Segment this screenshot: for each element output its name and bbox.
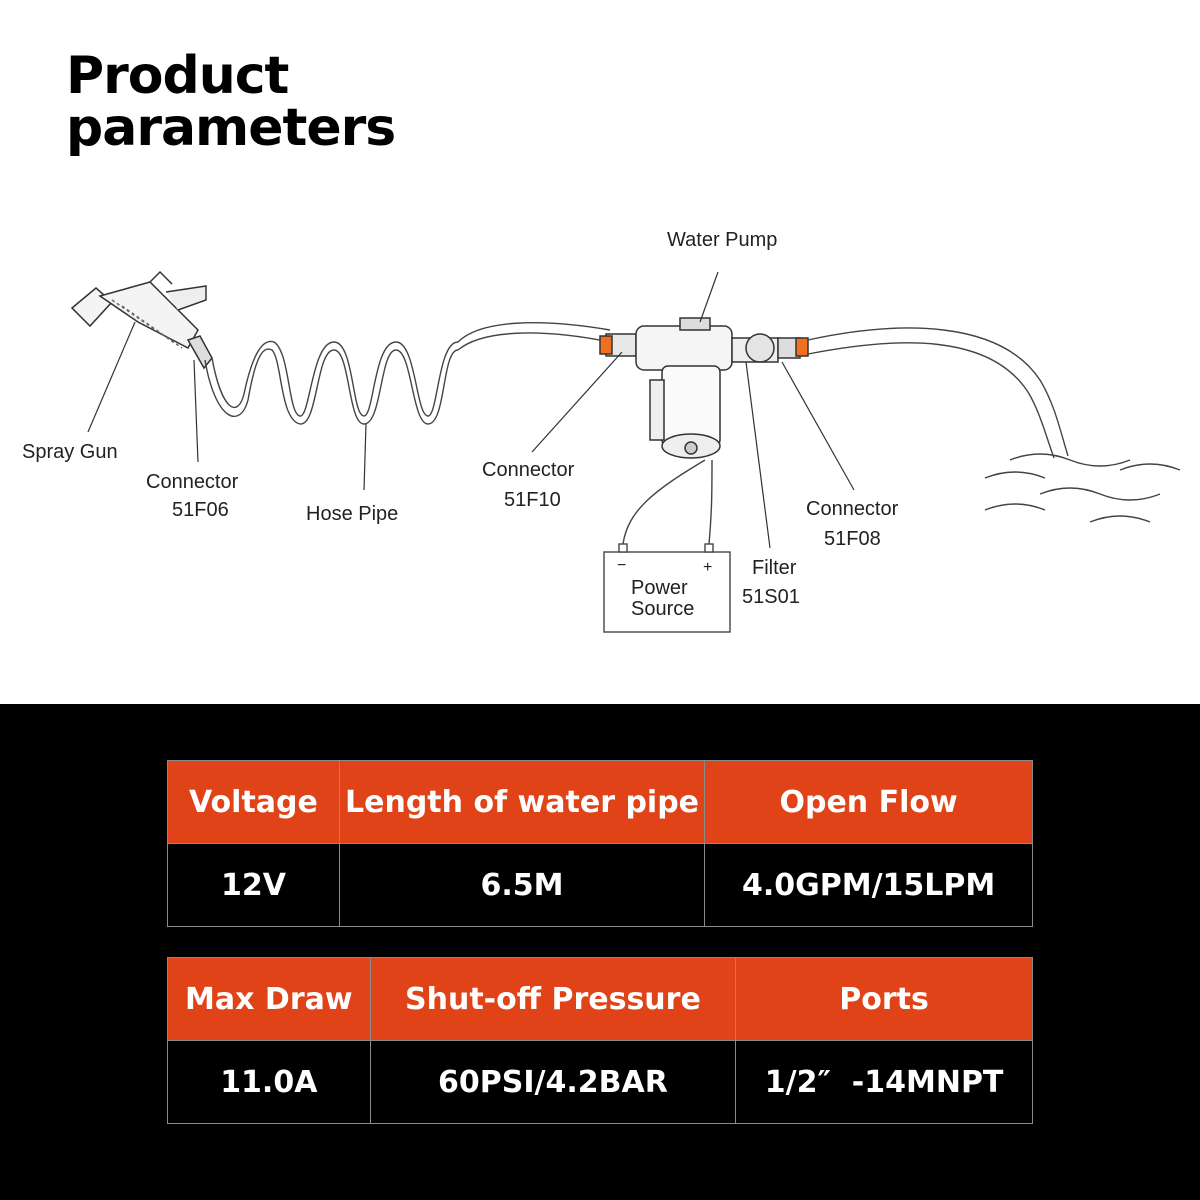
- coil-hose-drawing: [204, 322, 611, 425]
- header-voltage: Voltage: [167, 760, 340, 844]
- label-filter: Filter: [752, 557, 797, 579]
- header-ports: Ports: [735, 957, 1033, 1041]
- water-waves-drawing: [984, 453, 1181, 523]
- title-line-2: parameters: [66, 98, 396, 158]
- spec-table-1: Voltage Length of water pipe Open Flow 1…: [167, 760, 1033, 927]
- label-connector-51f08-code: 51F08: [824, 528, 881, 550]
- spec-table-2-value-row: 11.0A 60PSI/4.2BAR 1/2″ -14MNPT: [167, 1040, 1033, 1124]
- spec-table-2: Max Draw Shut-off Pressure Ports 11.0A 6…: [167, 957, 1033, 1124]
- header-open-flow: Open Flow: [704, 760, 1033, 844]
- inlet-hose-drawing: [807, 327, 1069, 459]
- label-connector-51f10: Connector: [482, 459, 575, 481]
- pump-kit-diagram: Spray Gun Connector 51F06 Hose Pipe Conn…: [22, 229, 1181, 633]
- value-voltage: 12V: [167, 843, 340, 927]
- spec-table-2-header-row: Max Draw Shut-off Pressure Ports: [167, 957, 1033, 1041]
- spray-gun-drawing: [70, 270, 213, 370]
- value-max-draw: 11.0A: [167, 1040, 371, 1124]
- label-spray-gun: Spray Gun: [22, 441, 118, 463]
- label-hose-pipe: Hose Pipe: [306, 503, 398, 525]
- header-length-of-water-pipe: Length of water pipe: [338, 760, 706, 844]
- label-water-pump: Water Pump: [667, 229, 777, 251]
- power-source-drawing: [603, 459, 731, 633]
- diagram-section: Product parameters: [22, 46, 1181, 633]
- spec-table-1-header-row: Voltage Length of water pipe Open Flow: [167, 760, 1033, 844]
- spec-table-1-value-row: 12V 6.5M 4.0GPM/15LPM: [167, 843, 1033, 927]
- title-line-1: Product: [66, 46, 289, 106]
- leader-lines: [87, 271, 855, 549]
- label-power-source-line2: Source: [631, 598, 694, 620]
- label-connector-51f08: Connector: [806, 498, 899, 520]
- value-shut-off-pressure: 60PSI/4.2BAR: [369, 1040, 737, 1124]
- label-connector-51f06-code: 51F06: [172, 499, 229, 521]
- value-length-of-water-pipe: 6.5M: [338, 843, 706, 927]
- label-power-source-line1: Power: [631, 577, 688, 599]
- label-plus-terminal: +: [703, 559, 712, 576]
- label-minus-terminal: −: [617, 557, 626, 574]
- header-max-draw: Max Draw: [167, 957, 371, 1041]
- water-pump-drawing: [599, 317, 809, 459]
- page-title: Product parameters: [66, 46, 396, 158]
- label-connector-51f10-code: 51F10: [504, 489, 561, 511]
- value-ports: 1/2″ -14MNPT: [735, 1040, 1033, 1124]
- value-open-flow: 4.0GPM/15LPM: [704, 843, 1033, 927]
- label-filter-code: 51S01: [742, 586, 800, 608]
- header-shut-off-pressure: Shut-off Pressure: [369, 957, 737, 1041]
- label-connector-51f06: Connector: [146, 471, 239, 493]
